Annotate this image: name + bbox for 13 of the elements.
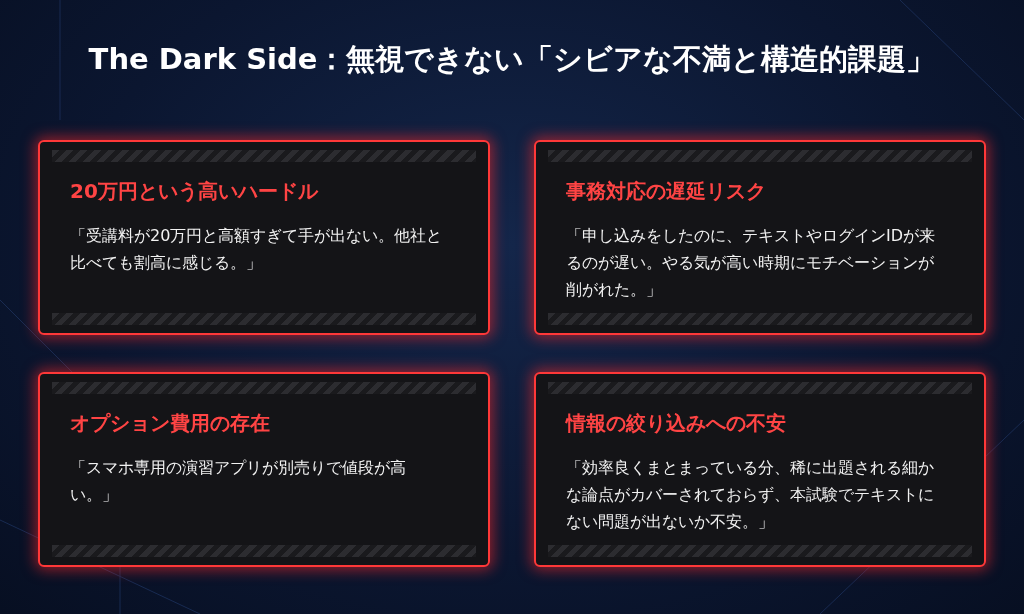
- card-heading: 情報の絞り込みへの不安: [566, 410, 786, 437]
- card-heading: オプション費用の存在: [70, 410, 270, 437]
- card-heading: 事務対応の遅延リスク: [566, 178, 766, 205]
- title: The Dark Side：無視できない「シビアな不満と構造的課題」: [87, 41, 937, 78]
- card-heading: 20万円という高いハードル: [70, 178, 318, 205]
- quote-text: 「スマホ専用の演習アプリが別売りで値段が高い。」: [70, 457, 407, 506]
- complaint-card: [534, 372, 986, 567]
- quote-text: 「受講料が20万円と高額すぎて手が出ない。他社と比べても割高に感じる。」: [70, 225, 444, 274]
- quote-text: 「申し込みをしたのに、テキストやログインIDが来るのが遅い。やる気が高い時期にモチベーションが削がれた。」: [566, 225, 937, 301]
- complaint-card: [38, 140, 490, 335]
- complaint-card: [38, 372, 490, 567]
- quote-text: 「効率良くまとまっている分、稀に出題される細かな論点がカバーされておらず、本試験でテキストにない問題が出ないか不安。」: [566, 457, 935, 533]
- complaint-card: [534, 140, 986, 335]
